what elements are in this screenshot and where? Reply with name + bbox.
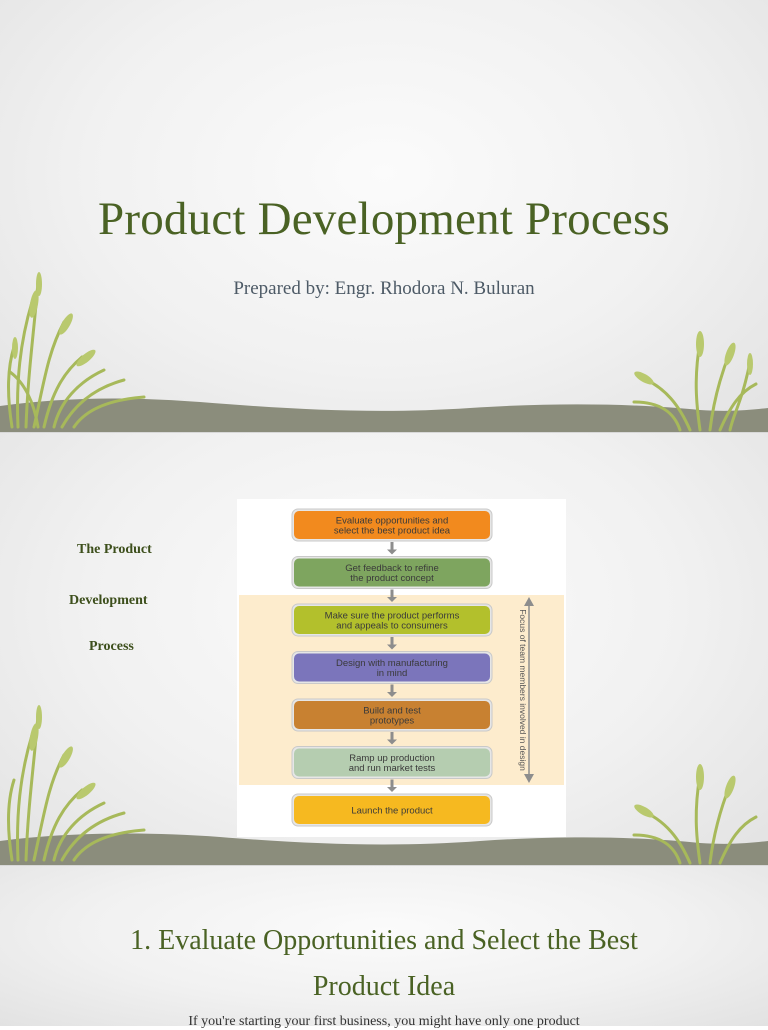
focus-range-note: Focus of team members involved in design <box>518 609 528 771</box>
step-connector-arrowhead <box>387 692 397 697</box>
step-label: Make sure the product performs <box>325 611 460 622</box>
step-connector-arrowhead <box>387 739 397 745</box>
step-label: Launch the product <box>351 806 433 817</box>
step-connector-arrowhead <box>387 597 397 602</box>
step-connector-arrowhead <box>387 787 397 792</box>
step-box <box>294 653 490 682</box>
step-box <box>294 796 490 824</box>
step-label: Get feedback to refine <box>345 563 438 574</box>
step-label: in mind <box>377 668 408 679</box>
step-connector-arrowhead <box>387 549 397 555</box>
step-one-title: 1. Evaluate Opportunities and Select the… <box>0 918 768 1010</box>
slide-divider <box>0 432 768 433</box>
grass-left-decoration <box>7 705 146 862</box>
step-box <box>294 558 490 587</box>
ground-hill-decoration <box>0 398 768 432</box>
focus-range-arrow-down <box>524 774 534 783</box>
step-box <box>294 701 490 729</box>
step-label: and run market tests <box>349 763 436 774</box>
step-label: select the best product idea <box>334 526 451 537</box>
side-label-line-2: Development <box>69 593 148 608</box>
step-one-title-line-1: 1. Evaluate Opportunities and Select the… <box>130 925 638 956</box>
step-box <box>294 606 490 634</box>
side-label-line-3: Process <box>89 639 134 654</box>
step-one-title-line-2: Product Idea <box>312 971 456 1002</box>
step-box <box>294 511 490 539</box>
presenter-credit: Prepared by: Engr. Rhodora N. Buluran <box>233 278 535 299</box>
step-label: and appeals to consumers <box>336 621 448 632</box>
step-one-body-text: If you're starting your first business, … <box>188 1014 580 1029</box>
presentation-title: Product Development Process <box>98 193 670 245</box>
step-label: the product concept <box>350 573 434 584</box>
grass-right-decoration <box>632 331 758 432</box>
grass-left-decoration <box>7 272 146 429</box>
ground-hill-decoration <box>0 833 768 865</box>
step-label: prototypes <box>370 716 415 727</box>
step-connector-arrowhead <box>387 644 397 650</box>
step-label: Build and test <box>363 706 421 717</box>
slide-divider <box>0 865 768 866</box>
step-label: Evaluate opportunities and <box>336 516 449 527</box>
focus-range-arrow-up <box>524 597 534 606</box>
step-one-slide <box>0 866 768 1026</box>
grass-right-decoration <box>632 764 758 865</box>
step-label: Ramp up production <box>349 753 435 764</box>
step-box <box>294 748 490 777</box>
title-slide: Product Development Process Prepared by:… <box>0 0 768 432</box>
step-label: Design with manufacturing <box>336 658 448 669</box>
side-label-line-1: The Product <box>77 542 152 557</box>
